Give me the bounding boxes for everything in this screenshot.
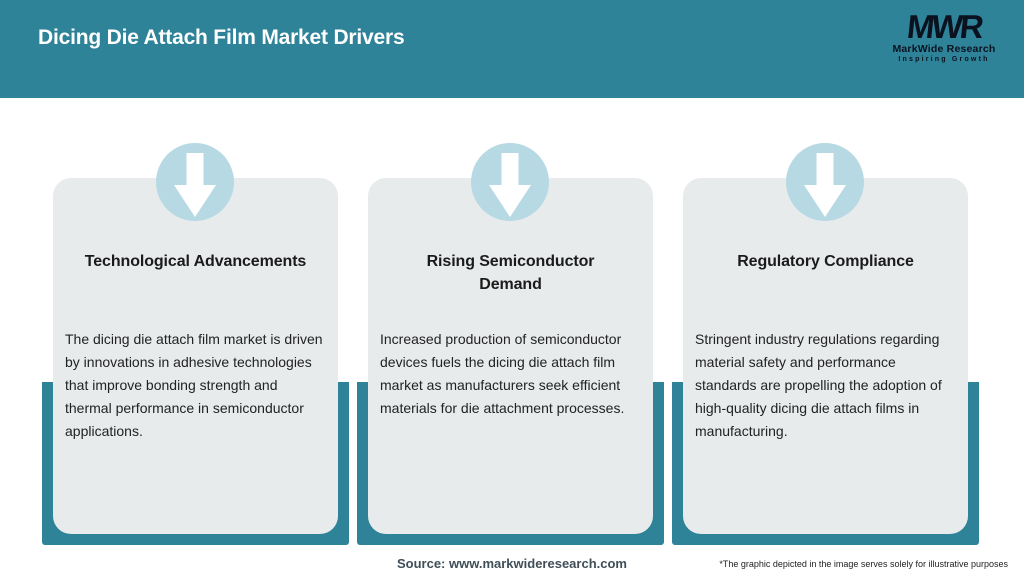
page-title: Dicing Die Attach Film Market Drivers: [38, 26, 405, 49]
down-arrow-glyph: [489, 153, 531, 217]
down-arrow-icon: [156, 143, 234, 221]
source-text: Source: www.markwideresearch.com: [396, 556, 627, 571]
driver-card-group-2: Rising Semiconductor Demand Increased pr…: [357, 0, 664, 576]
driver-card: Regulatory Compliance Stringent industry…: [683, 178, 968, 534]
disclaimer-text: *The graphic depicted in the image serve…: [719, 559, 1008, 569]
driver-card: Rising Semiconductor Demand Increased pr…: [368, 178, 653, 534]
down-arrow-icon: [471, 143, 549, 221]
card-body-text: The dicing die attach film market is dri…: [65, 331, 323, 439]
driver-card: Technological Advancements The dicing di…: [53, 178, 338, 534]
down-arrow-glyph: [174, 153, 216, 217]
card-body-text: Stringent industry regulations regarding…: [695, 331, 942, 439]
logo-tagline: Inspiring Growth: [898, 56, 990, 63]
driver-card-group-1: Technological Advancements The dicing di…: [42, 0, 349, 576]
card-title: Technological Advancements: [84, 253, 307, 270]
markwide-research-logo: MWR MarkWide Research Inspiring Growth: [884, 8, 1004, 63]
driver-card-group-3: Regulatory Compliance Stringent industry…: [672, 0, 979, 576]
card-title: Regulatory Compliance: [737, 253, 914, 270]
down-arrow-glyph: [804, 153, 846, 217]
down-arrow-icon: [786, 143, 864, 221]
logo-company-name: MarkWide Research: [892, 43, 996, 55]
card-body-text: Increased production of semiconductor de…: [380, 331, 625, 416]
header-band: Dicing Die Attach Film Market Drivers MW…: [0, 0, 1024, 98]
card-title: Rising Semiconductor Demand: [426, 253, 595, 294]
